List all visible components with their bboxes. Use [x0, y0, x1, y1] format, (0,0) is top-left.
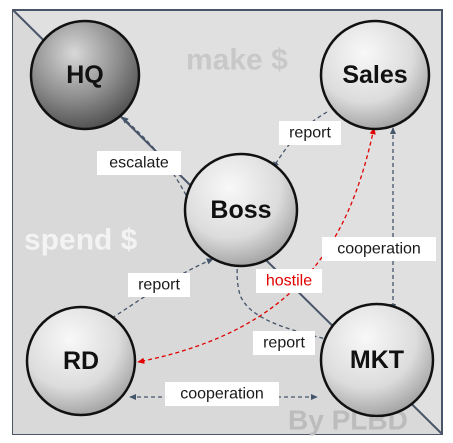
label-bg-hostile	[256, 269, 322, 293]
node-mkt[interactable]: MKT	[319, 302, 435, 418]
label-bg-sales-mkt-coop	[322, 237, 436, 261]
node-boss-label: Boss	[210, 196, 271, 224]
node-boss[interactable]: Boss	[183, 152, 299, 268]
edge-label-escalate: escalate	[109, 155, 169, 172]
node-mkt-circle	[319, 302, 435, 418]
edge-label-rd-mkt-coop: cooperation	[180, 386, 264, 403]
make-money-label: make $	[186, 44, 288, 77]
label-bg-rd-mkt-coop	[165, 382, 279, 406]
label-bg-mkt-report	[253, 331, 315, 355]
edge-label-sales-mkt-coop: cooperation	[337, 241, 421, 258]
node-hq-label: HQ	[66, 61, 104, 89]
edge-label-mkt-report: report	[263, 335, 305, 352]
edge-label-rd-report: report	[138, 277, 180, 294]
node-rd-label: RD	[63, 347, 99, 375]
node-rd[interactable]: RD	[25, 305, 137, 417]
edge-label-sales-report: report	[289, 125, 331, 142]
node-sales-label: Sales	[342, 61, 407, 89]
node-rd-circle	[25, 305, 137, 417]
node-hq-circle	[29, 19, 141, 131]
node-boss-circle	[183, 152, 299, 268]
label-bg-rd-report	[128, 273, 190, 297]
node-sales[interactable]: Sales	[319, 19, 431, 131]
node-sales-circle	[319, 19, 431, 131]
label-bg-escalate	[97, 151, 181, 175]
edge-label-hostile: hostile	[266, 273, 312, 290]
node-hq[interactable]: HQ	[29, 19, 141, 131]
node-mkt-label: MKT	[350, 346, 404, 374]
spend-money-label: spend $	[24, 224, 138, 257]
label-bg-sales-report	[279, 121, 341, 145]
